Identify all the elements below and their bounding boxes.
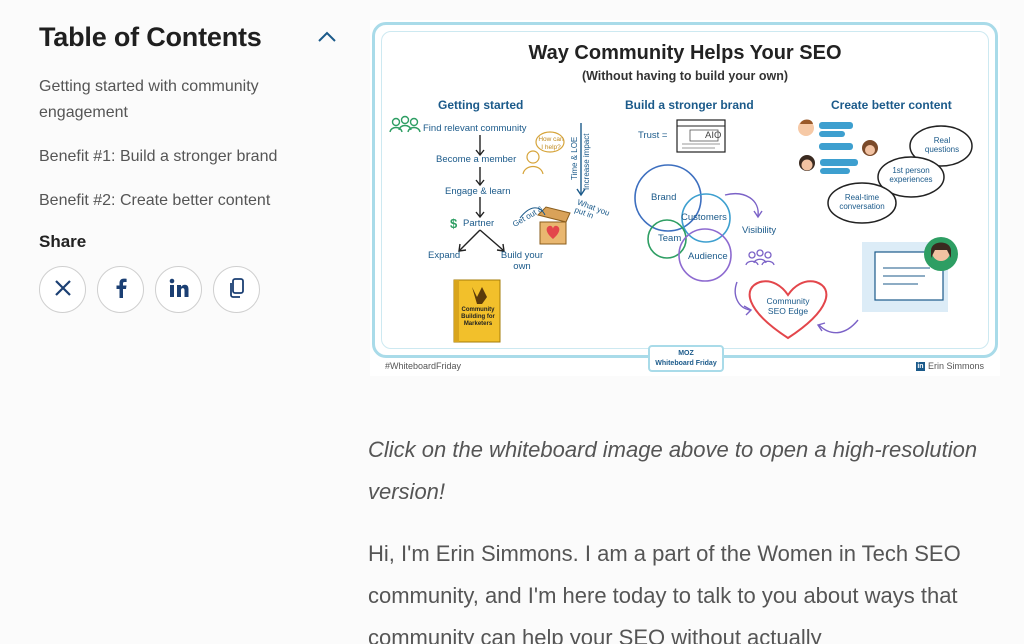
wb-real-questions: Real questions	[924, 136, 960, 154]
linkedin-icon	[169, 278, 189, 301]
toc-item[interactable]: Benefit #2: Create better content	[39, 188, 309, 214]
toc-link-getting-started[interactable]: Getting started with community engagemen…	[39, 78, 259, 121]
wb-visibility: Visibility	[742, 225, 777, 236]
whiteboard-title: Way Community Helps Your SEO	[528, 42, 842, 64]
whiteboard-image[interactable]: $	[370, 20, 1000, 376]
wb-circle-audience: Audience	[688, 251, 728, 262]
toc-item[interactable]: Getting started with community engagemen…	[39, 74, 309, 126]
toc-link-benefit-1[interactable]: Benefit #1: Build a stronger brand	[39, 148, 278, 165]
wb-real-time: Real-time conversation	[839, 193, 885, 211]
wb-circle-brand: Brand	[651, 192, 677, 203]
wb-step-find: Find relevant community	[423, 123, 527, 134]
wb-first-person: 1st person experiences	[889, 166, 933, 184]
column-heading-brand: Build a stronger brand	[625, 98, 754, 112]
toc-header: Table of Contents	[39, 18, 339, 56]
x-icon	[54, 279, 72, 300]
wb-trust: Trust =	[638, 130, 668, 141]
image-caption: Click on the whiteboard image above to o…	[368, 437, 978, 504]
moz-whiteboard-friday-logo: MOZ Whiteboard Friday	[648, 345, 724, 372]
column-heading-content: Create better content	[831, 98, 952, 112]
share-copy-link-button[interactable]	[213, 266, 260, 313]
toc-list: Getting started with community engagemen…	[39, 74, 339, 214]
copy-link-icon	[229, 278, 245, 301]
share-buttons	[39, 266, 339, 313]
wb-hashtag: #WhiteboardFriday	[385, 361, 462, 371]
wb-time-loe: Time & LOE	[570, 136, 579, 180]
wb-aio: AIO	[705, 130, 722, 141]
facebook-icon	[114, 278, 128, 301]
whiteboard-subtitle: (Without having to build your own)	[581, 69, 789, 83]
share-facebook-button[interactable]	[97, 266, 144, 313]
wb-book-title: Community Building for Marketers	[461, 307, 495, 327]
wb-branch-build: Build your own	[500, 250, 544, 272]
wb-circle-team: Team	[658, 233, 682, 244]
column-heading-getting-started: Getting started	[438, 98, 524, 112]
wb-community-edge: Community SEO Edge	[766, 296, 810, 316]
wb-author: in Erin Simmons	[915, 361, 984, 371]
linkedin-small-icon: in	[915, 361, 925, 371]
share-label: Share	[39, 232, 87, 251]
wb-author-name: Erin Simmons	[927, 361, 984, 371]
wb-branch-expand: Expand	[428, 250, 461, 261]
share-x-button[interactable]	[39, 266, 86, 313]
people-icon	[389, 115, 421, 133]
toc-item[interactable]: Benefit #1: Build a stronger brand	[39, 144, 309, 170]
share-linkedin-button[interactable]	[155, 266, 202, 313]
toc-title: Table of Contents	[39, 21, 262, 52]
wb-help-bubble: How can I help?	[538, 136, 564, 151]
svg-text:$: $	[450, 216, 458, 231]
wb-circle-customers: Customers	[681, 212, 727, 223]
toc-link-benefit-2[interactable]: Benefit #2: Create better content	[39, 192, 271, 209]
book-icon	[453, 279, 501, 343]
whiteboard-drawing: $	[389, 115, 973, 343]
wb-step-engage: Engage & learn	[445, 186, 511, 197]
table-of-contents: Table of Contents Getting started with c…	[39, 18, 339, 313]
wb-increase-impact: Increase impact	[582, 133, 591, 190]
wb-step-member: Become a member	[436, 154, 517, 165]
article-paragraph: Hi, I'm Erin Simmons. I am a part of the…	[368, 541, 961, 644]
chevron-up-icon[interactable]	[315, 25, 339, 49]
wb-step-partner: Partner	[463, 218, 495, 229]
